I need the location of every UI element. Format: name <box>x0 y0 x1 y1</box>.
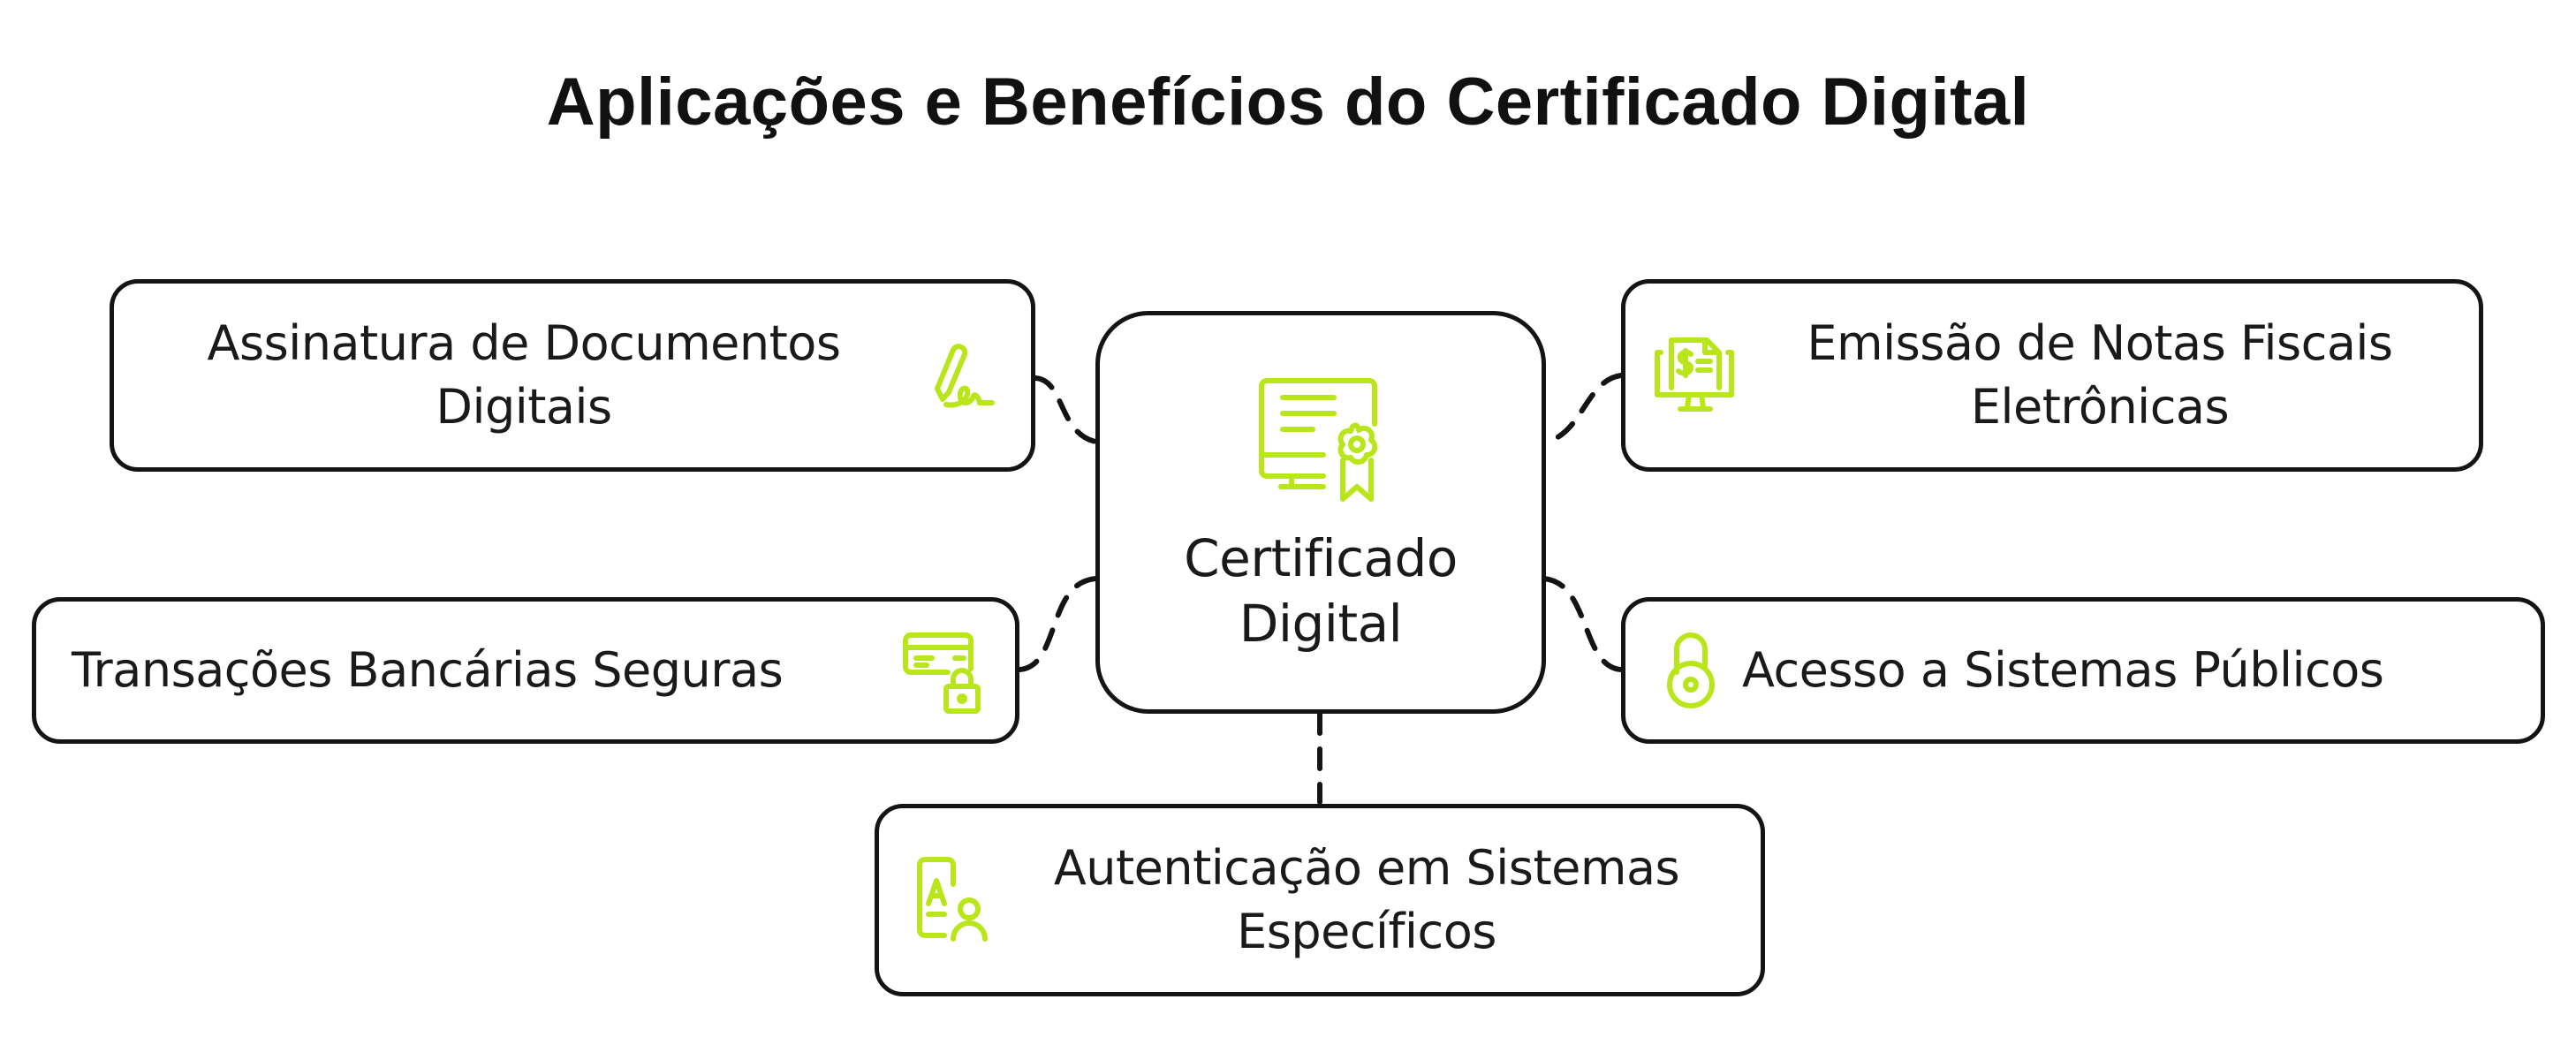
center-node-certificado-digital: Certificado Digital <box>1095 311 1546 714</box>
node-label-line1: Transações Bancárias Seguras <box>72 642 784 698</box>
invoice-monitor-icon <box>1655 337 1734 412</box>
center-label-line1: Certificado <box>1184 528 1458 588</box>
node-label-line1: Emissão de Notas Fiscais <box>1807 315 2393 371</box>
node-label: Acesso a Sistemas Públicos <box>1742 639 2509 702</box>
diagram-title: Aplicações e Benefícios do Certificado D… <box>546 64 2030 140</box>
node-acesso-sistemas-publicos: Acesso a Sistemas Públicos <box>1621 597 2545 744</box>
node-autenticacao-sistemas: Autenticação em Sistemas Específicos <box>875 804 1765 996</box>
node-assinatura-documentos: Assinatura de Documentos Digitais <box>110 279 1035 472</box>
connector-top-left <box>1033 375 1098 444</box>
node-label-line2: Eletrônicas <box>1970 379 2230 435</box>
node-label-line1: Assinatura de Documentos <box>207 315 841 371</box>
connector-top-right <box>1542 373 1624 444</box>
node-label: Emissão de Notas Fiscais Eletrônicas <box>1747 312 2452 439</box>
node-label: Assinatura de Documentos Digitais <box>140 312 907 439</box>
signature-icon <box>935 344 995 408</box>
center-label-line2: Digital <box>1239 594 1403 654</box>
connector-middle-left <box>1017 576 1098 672</box>
connector-middle-right <box>1542 576 1624 672</box>
node-transacoes-bancarias: Transações Bancárias Seguras <box>32 597 1019 744</box>
center-node-label: Certificado Digital <box>1184 526 1458 656</box>
certificate-monitor-icon <box>1259 378 1378 502</box>
node-label-line2: Digitais <box>436 379 612 435</box>
node-label-line1: Acesso a Sistemas Públicos <box>1742 642 2384 698</box>
open-lock-icon <box>1667 632 1715 708</box>
card-lock-icon <box>903 632 981 714</box>
node-label-line2: Específicos <box>1237 904 1496 959</box>
user-id-icon <box>917 857 988 942</box>
node-emissao-notas-fiscais: Emissão de Notas Fiscais Eletrônicas <box>1621 279 2483 472</box>
node-label: Autenticação em Sistemas Específicos <box>999 837 1734 964</box>
node-label: Transações Bancárias Seguras <box>72 639 881 702</box>
node-label-line1: Autenticação em Sistemas <box>1053 840 1680 896</box>
